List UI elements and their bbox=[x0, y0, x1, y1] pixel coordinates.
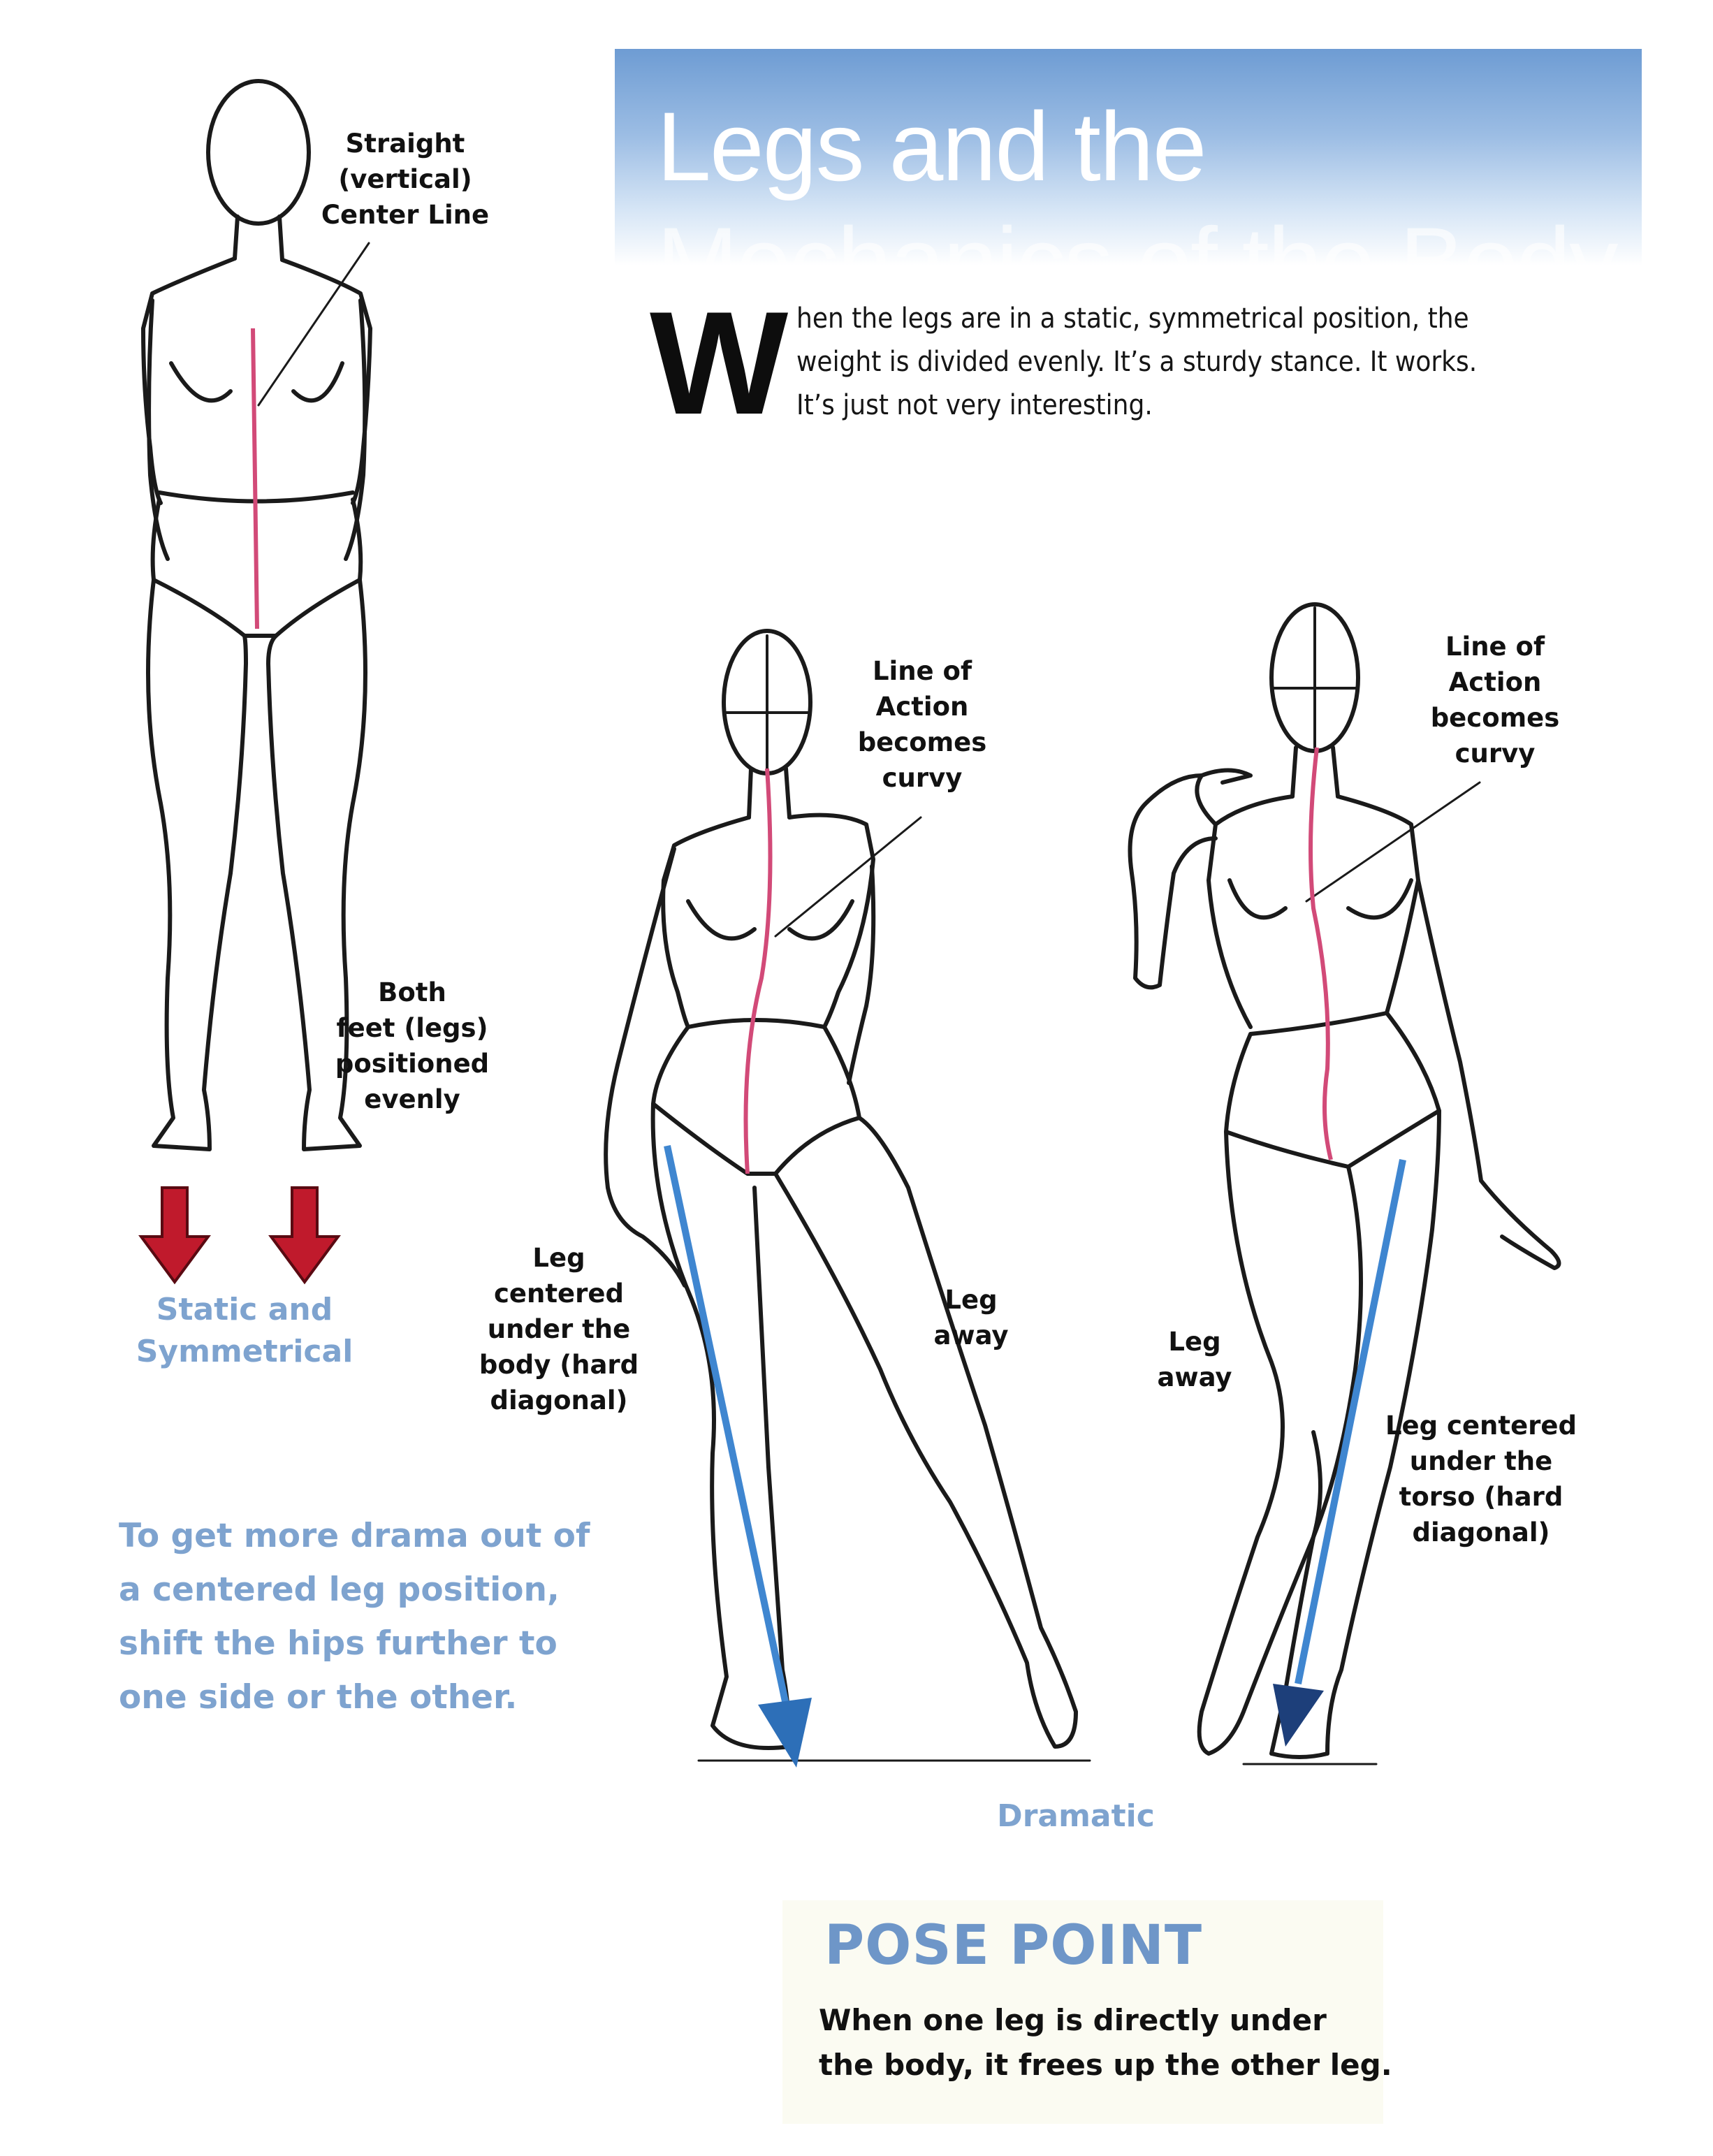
static-down-arrows bbox=[138, 1186, 341, 1285]
leg-diagonal-2 bbox=[1295, 1159, 1406, 1684]
drama-tip: To get more drama out of a centered leg … bbox=[119, 1517, 590, 1717]
static-right-arm bbox=[344, 298, 367, 561]
figure2-raised-arm bbox=[1128, 773, 1218, 990]
static-right-leg bbox=[266, 578, 367, 1151]
leader-line-center bbox=[257, 242, 370, 407]
dramatic-figure-2 bbox=[1128, 602, 1561, 1765]
leg-centered-label-1: Leg centered under the body (hard diagon… bbox=[479, 1243, 639, 1415]
leg-away-label-1: Leg away bbox=[933, 1285, 1009, 1350]
line-of-action-2 bbox=[1309, 747, 1333, 1160]
page-title-line-1: Legs and the bbox=[657, 92, 1207, 201]
figure2-hand bbox=[1200, 768, 1253, 785]
center-line bbox=[251, 328, 259, 629]
leg-centered-label-2: Leg centered under the torso (hard diago… bbox=[1385, 1411, 1577, 1547]
center-line-label: Straight (vertical) Center Line bbox=[321, 129, 490, 230]
figure2-left-leg bbox=[1197, 1130, 1322, 1756]
intro-paragraph: hen the legs are in a static, symmetrica… bbox=[796, 297, 1621, 427]
intro-line: hen the legs are in a static, symmetrica… bbox=[796, 303, 1469, 335]
static-left-leg bbox=[146, 578, 248, 1151]
intro-line: It’s just not very interesting. bbox=[796, 389, 1153, 421]
figure1-right-leg bbox=[773, 1116, 1078, 1749]
pose-point-heading: POSE POINT bbox=[824, 1914, 1203, 1977]
figure1-briefs bbox=[651, 1025, 861, 1176]
static-caption: Static and Symmetrical bbox=[136, 1292, 353, 1369]
dramatic-caption: Dramatic bbox=[997, 1798, 1155, 1834]
leg-diagonal-2-arrowhead bbox=[1273, 1684, 1324, 1747]
right-red-arrow bbox=[268, 1186, 341, 1285]
static-left-arm bbox=[147, 298, 170, 561]
figure2-briefs bbox=[1224, 1011, 1441, 1169]
title-banner: Legs and the Mechanics of the Body bbox=[615, 49, 1642, 265]
intro-line: weight is divided evenly. It’s a sturdy … bbox=[796, 346, 1478, 378]
figure1-face-guide bbox=[725, 634, 810, 770]
leg-diagonal-1-arrowhead bbox=[758, 1698, 812, 1768]
figure1-left-arm bbox=[604, 847, 687, 1288]
leader-line-action-1 bbox=[774, 816, 922, 938]
dramatic-figure-1 bbox=[604, 629, 1091, 1762]
static-head bbox=[206, 79, 311, 226]
line-of-action-1 bbox=[743, 768, 773, 1174]
drop-cap: W bbox=[650, 281, 789, 445]
static-chest bbox=[169, 361, 344, 403]
line-of-action-label-1: Line of Action becomes curvy bbox=[857, 656, 987, 793]
figure1-waist bbox=[686, 1018, 826, 1029]
figure2-face-guide bbox=[1271, 606, 1358, 749]
pose-point-text: When one leg is directly under the body,… bbox=[819, 2003, 1392, 2082]
leg-diagonal-1 bbox=[664, 1144, 789, 1706]
figure1-neck bbox=[747, 766, 792, 820]
figure2-chest bbox=[1227, 878, 1413, 920]
pose-point-box: POSE POINT When one leg is directly unde… bbox=[782, 1900, 1392, 2124]
leg-away-label-2: Leg away bbox=[1157, 1327, 1232, 1392]
figure2-right-arm bbox=[1416, 878, 1561, 1270]
static-torso bbox=[141, 256, 372, 505]
figure2-right-leg bbox=[1269, 1109, 1441, 1759]
leader-line-action-2 bbox=[1305, 781, 1481, 903]
left-red-arrow bbox=[138, 1186, 211, 1285]
line-of-action-label-2: Line of Action becomes curvy bbox=[1430, 632, 1560, 769]
figure1-left-leg bbox=[650, 1102, 792, 1750]
page-title-line-2: Mechanics of the Body bbox=[657, 207, 1618, 266]
static-neck bbox=[233, 214, 284, 262]
figure1-torso bbox=[661, 813, 875, 1029]
figure2-waist bbox=[1248, 1011, 1389, 1036]
figure2-neck bbox=[1290, 745, 1340, 799]
static-briefs bbox=[150, 497, 363, 638]
figure1-right-arm bbox=[847, 864, 876, 1085]
figure1-chest bbox=[686, 899, 854, 941]
feet-positioned-label: Both feet (legs) positioned evenly bbox=[335, 977, 490, 1114]
